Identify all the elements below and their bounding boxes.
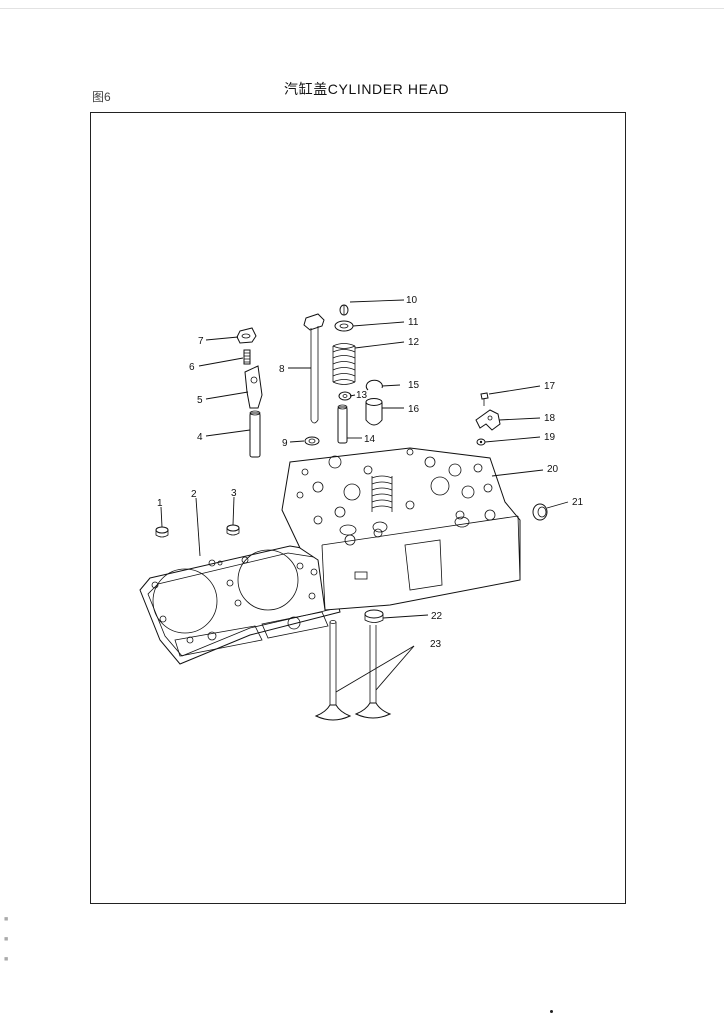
washer bbox=[304, 436, 320, 446]
spring-retainer bbox=[334, 320, 354, 332]
valve-right bbox=[354, 625, 392, 719]
rocker-shaft bbox=[249, 410, 261, 458]
scan-dot bbox=[550, 1010, 553, 1013]
expansion-plug bbox=[532, 503, 548, 521]
callout-10: 10 bbox=[406, 295, 418, 306]
callout-4: 4 bbox=[197, 432, 203, 443]
rocker-arm bbox=[244, 365, 263, 409]
callout-8: 8 bbox=[279, 364, 285, 375]
callout-16: 16 bbox=[408, 404, 420, 415]
callout-7: 7 bbox=[198, 336, 204, 347]
callout-20: 20 bbox=[547, 464, 559, 475]
callout-5: 5 bbox=[197, 395, 203, 406]
small-washer bbox=[476, 438, 486, 446]
scan-margin-marks: ■ ■ ■ bbox=[4, 916, 9, 963]
screw bbox=[480, 392, 489, 406]
valve-spring bbox=[332, 343, 356, 385]
callout-21: 21 bbox=[572, 497, 584, 508]
valve-seat-insert bbox=[364, 609, 384, 623]
valve-guide bbox=[337, 404, 348, 444]
injector-sleeve bbox=[365, 398, 383, 426]
page-top-edge bbox=[0, 8, 724, 9]
callout-11: 11 bbox=[408, 317, 419, 328]
callout-14: 14 bbox=[364, 434, 376, 445]
callout-1: 1 bbox=[157, 498, 163, 509]
callout-19: 19 bbox=[544, 432, 556, 443]
page-title: 汽缸盖CYLINDER HEAD bbox=[284, 81, 450, 97]
lock-nut bbox=[236, 327, 257, 344]
callout-17: 17 bbox=[544, 381, 556, 392]
valve-keepers bbox=[339, 304, 349, 316]
callout-22: 22 bbox=[431, 611, 443, 622]
figure-label: 图6 bbox=[92, 90, 111, 104]
valve-stem-seal bbox=[338, 391, 352, 401]
valve-seat-1 bbox=[155, 526, 169, 538]
push-rod bbox=[303, 313, 325, 424]
callout-2: 2 bbox=[191, 489, 197, 500]
callout-labels: 1 2 3 4 5 6 7 8 9 10 11 12 13 14 15 16 1… bbox=[157, 295, 584, 650]
valve-left bbox=[314, 620, 352, 721]
injector-clamp bbox=[475, 409, 501, 431]
head-gasket bbox=[139, 545, 341, 665]
leader-lines bbox=[160, 299, 569, 693]
callout-12: 12 bbox=[408, 337, 420, 348]
adjusting-screw bbox=[243, 349, 251, 365]
callout-23: 23 bbox=[430, 639, 442, 650]
drawing-frame bbox=[90, 112, 626, 904]
callout-13: 13 bbox=[356, 390, 368, 401]
callout-3: 3 bbox=[231, 488, 237, 499]
callout-9: 9 bbox=[282, 438, 288, 449]
cylinder-head bbox=[281, 447, 521, 611]
callout-15: 15 bbox=[408, 380, 420, 391]
retaining-ring bbox=[365, 379, 383, 391]
valve-seat-3 bbox=[226, 524, 240, 536]
callout-6: 6 bbox=[189, 362, 195, 373]
callout-18: 18 bbox=[544, 413, 556, 424]
